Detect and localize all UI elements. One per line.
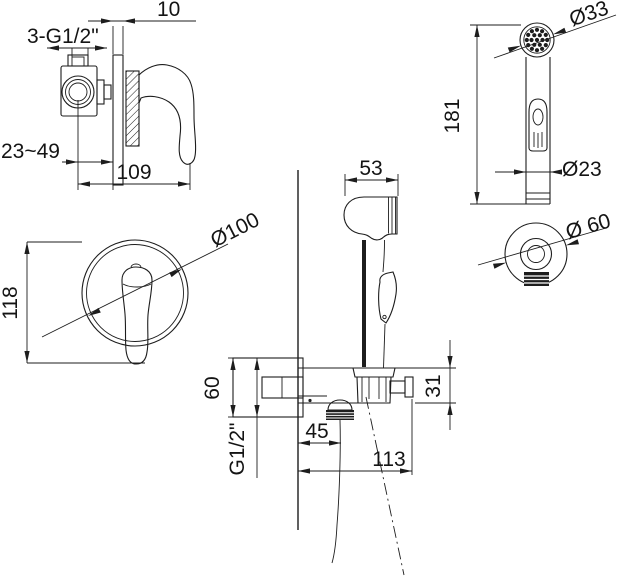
dim-depth-range: 23~49	[1, 140, 60, 163]
dim-mixer-width: 109	[116, 161, 151, 184]
valve-top-port-inner	[71, 56, 85, 67]
view-mixer-side: 10 3-G1/2" 23~49 109	[1, 0, 197, 190]
dim-outlet-thread: G1/2"	[226, 423, 249, 476]
view-outlet-side: 53 60 G1/2" 45 113 31	[201, 157, 456, 576]
arm-screw-dot	[308, 398, 312, 403]
inwall-box	[232, 357, 304, 418]
dim-box-height: 60	[201, 376, 224, 399]
dim-outlet-diameter: Ø 60	[563, 209, 613, 244]
view-hand-shower: Ø33 181 Ø23	[441, 0, 617, 205]
arm-knob-stem	[389, 380, 406, 394]
dim-reach: 113	[372, 448, 405, 471]
dim-shower-length: 181	[441, 98, 464, 133]
trigger-side	[378, 271, 397, 324]
hose-line	[331, 419, 341, 564]
dim-holder-width: 53	[359, 157, 382, 180]
lever-handle-side	[138, 64, 197, 165]
holder-bar	[362, 240, 366, 367]
wall-plate-side	[112, 54, 124, 186]
dim-head-diameter: Ø33	[566, 0, 611, 31]
trigger-button	[528, 98, 548, 152]
arm-knob-cap	[404, 376, 414, 398]
valve-stem-1	[96, 79, 105, 105]
escutcheon-hatched	[125, 70, 140, 147]
dim-plate-thickness: 10	[157, 0, 180, 21]
dim-plate-diameter: Ø100	[207, 208, 263, 252]
dim-mixer-height: 118	[0, 286, 22, 319]
dim-arm-height: 31	[422, 374, 445, 397]
hose-centerline	[365, 396, 405, 576]
dim-hose-offset: 45	[305, 420, 328, 443]
view-mixer-front: Ø100 118	[0, 208, 263, 365]
lever-handle-front	[121, 266, 153, 365]
view-outlet-front: Ø 60	[477, 209, 613, 286]
dim-handle-diameter: Ø23	[562, 158, 602, 181]
dim-thread-spec: 3-G1/2"	[27, 25, 99, 48]
valve-stem-2	[103, 84, 112, 100]
shower-head-face	[519, 22, 555, 58]
hose-plug-dome	[327, 399, 353, 411]
escutcheon-circle	[81, 239, 189, 347]
shower-head-side	[343, 196, 398, 241]
holder-cup	[352, 367, 396, 378]
